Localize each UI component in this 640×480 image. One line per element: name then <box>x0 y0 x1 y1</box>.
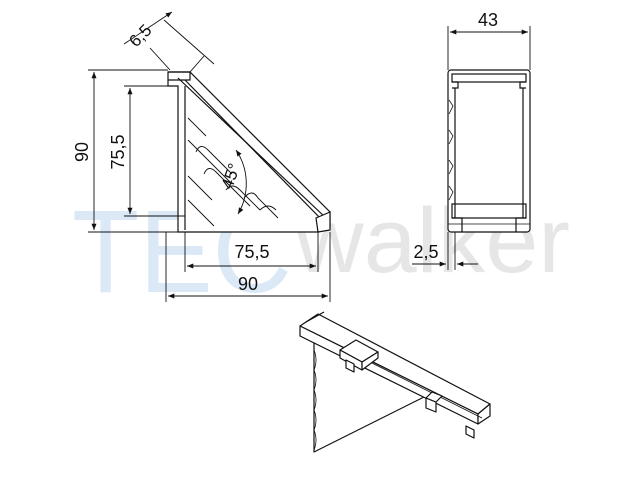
isometric-view <box>299 311 491 453</box>
iso-tab-end <box>465 425 475 439</box>
label-chamfer: 6,5 <box>125 21 155 51</box>
front-view-dimensions <box>412 26 531 270</box>
side-view <box>167 71 331 233</box>
label-total-height: 90 <box>72 142 92 162</box>
iso-tab-left <box>345 359 355 373</box>
side-view-outline <box>167 71 331 233</box>
front-view-labels: 43 2,5 <box>413 10 498 262</box>
dim-arc-angle <box>235 149 247 215</box>
label-total-width: 90 <box>238 274 258 294</box>
dim-line-chamfer <box>123 11 173 45</box>
side-view-dimensions <box>88 11 331 302</box>
label-front-width: 43 <box>478 10 498 30</box>
label-wall: 2,5 <box>413 242 438 262</box>
front-view <box>447 69 531 233</box>
front-view-outline <box>447 69 531 233</box>
side-view-diagonal-inner <box>184 79 323 221</box>
label-inner-width: 75,5 <box>234 242 269 262</box>
side-view-top-cap <box>168 71 191 81</box>
iso-flange-end <box>477 403 491 425</box>
side-view-foot <box>315 211 331 233</box>
label-inner-height: 75,5 <box>108 134 128 169</box>
